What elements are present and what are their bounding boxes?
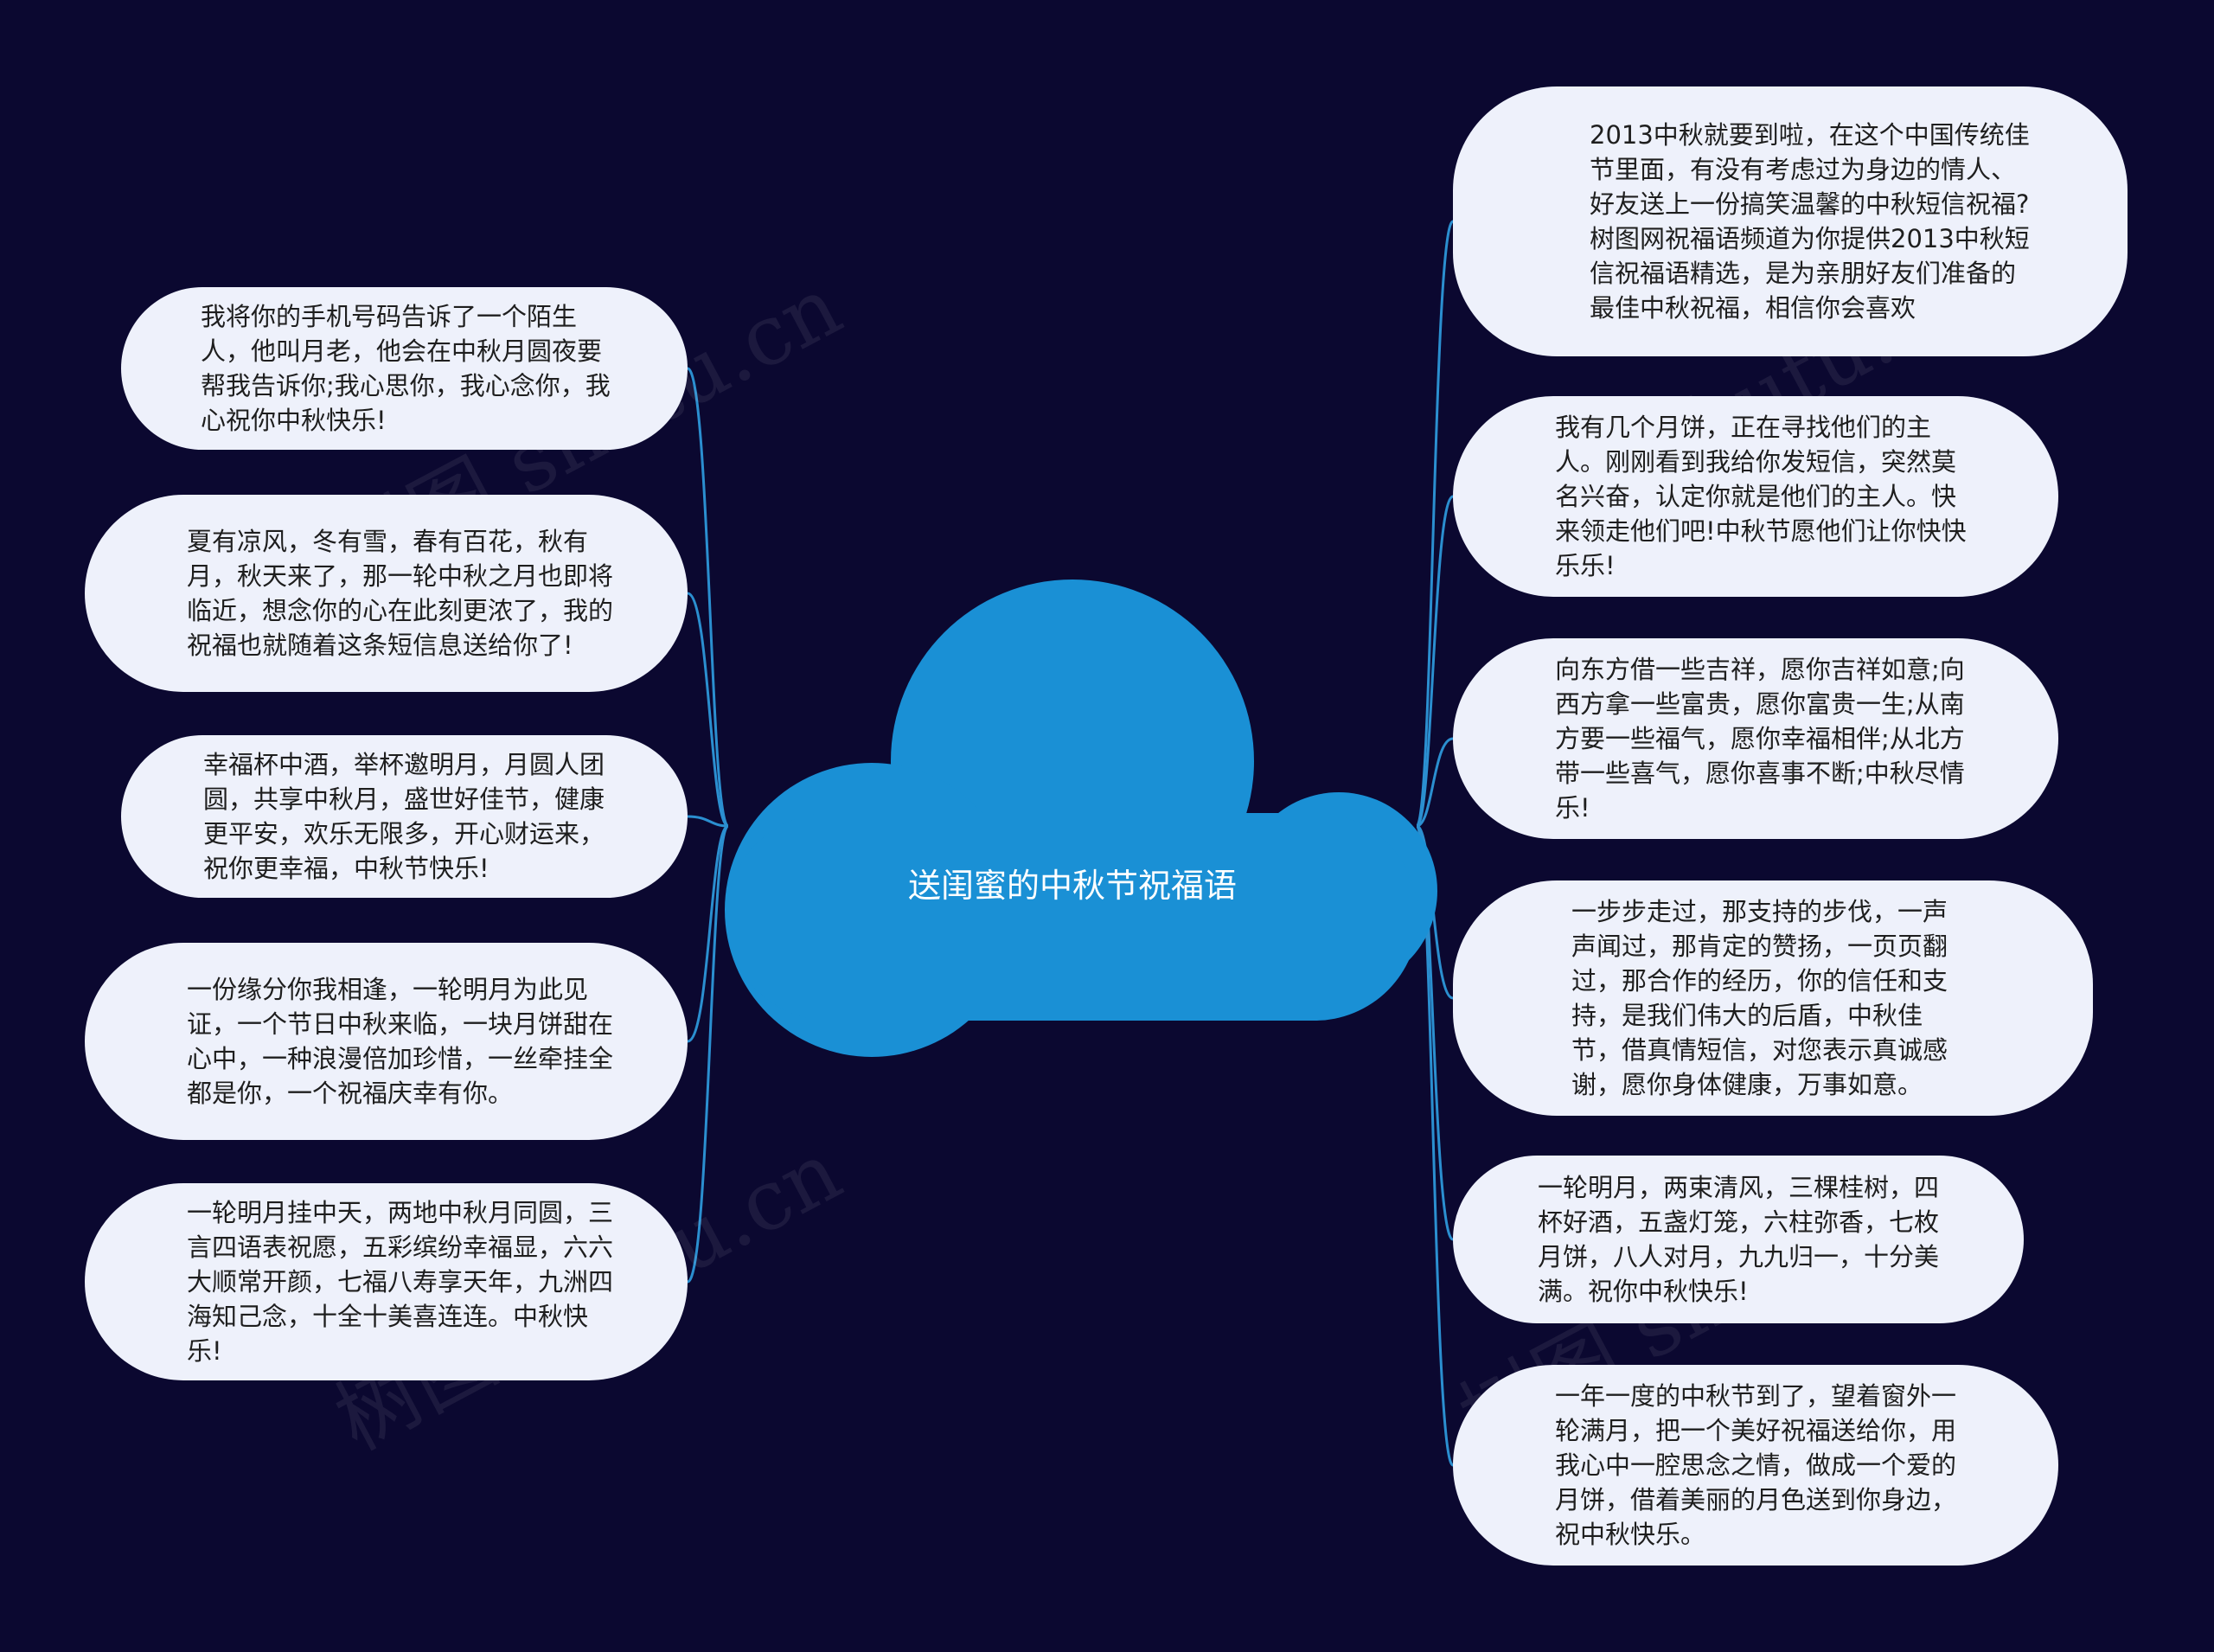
node-text: 夏有凉风，冬有雪，春有百花，秋有月，秋天来了，那一轮中秋之月也即将临近，想念你的… <box>187 527 614 660</box>
link-left-node-4 <box>687 824 729 1043</box>
right-node-3[interactable]: 向东方借一些吉祥，愿你吉祥如意;向西方拿一些富贵，愿你富贵一生;从南方要一些福气… <box>1453 638 2058 839</box>
root-cloud[interactable] <box>725 579 1437 1057</box>
link-right-node-1 <box>1415 220 1455 828</box>
link-left-node-3 <box>687 815 729 828</box>
node-text: 2013中秋就要到啦，在这个中国传统佳节里面，有没有考虑过为身边的情人、好友送上… <box>1590 120 2030 323</box>
node-text: 我有几个月饼，正在寻找他们的主人。刚刚看到我给你发短信，突然莫名兴奋，认定你就是… <box>1555 413 1967 580</box>
left-node-2[interactable]: 夏有凉风，冬有雪，春有百花，秋有月，秋天来了，那一轮中秋之月也即将临近，想念你的… <box>85 495 688 692</box>
link-left-node-1 <box>686 367 730 828</box>
root-topic[interactable]: 送闺蜜的中秋节祝福语 <box>907 866 1237 905</box>
left-node-3[interactable]: 幸福杯中酒，举杯邀明月，月圆人团圆，共享中秋月，盛世好佳节，健康更平安，欢乐无限… <box>121 735 688 898</box>
left-node-4[interactable]: 一份缘分你我相逢，一轮明月为此见证，一个节日中秋来临，一块月饼甜在心中，一种浪漫… <box>85 943 688 1140</box>
node-text: 一份缘分你我相逢，一轮明月为此见证，一个节日中秋来临，一块月饼甜在心中，一种浪漫… <box>187 975 614 1108</box>
node-text: 我将你的手机号码告诉了一个陌生人，他叫月老，他会在中秋月圆夜要帮我告诉你;我心思… <box>201 302 611 435</box>
node-text: 一步步走过，那支持的步伐，一声声闻过，那肯定的赞扬，一页页翻过，那合作的经历，你… <box>1571 897 1948 1099</box>
node-text: 一轮明月挂中天，两地中秋月同圆，三言四语表祝愿，五彩缤纷幸福显，六六大顺常开颜，… <box>187 1198 614 1366</box>
right-node-1[interactable]: 2013中秋就要到啦，在这个中国传统佳节里面，有没有考虑过为身边的情人、好友送上… <box>1453 86 2128 356</box>
node-text: 一轮明月，两束清风，三棵桂树，四杯好酒，五盏灯笼，六柱弥香，七枚月饼，八人对月，… <box>1538 1173 1940 1306</box>
node-text: 一年一度的中秋节到了，望着窗外一轮满月，把一个美好祝福送给你，用我心中一腔思念之… <box>1555 1381 1957 1549</box>
left-node-5[interactable]: 一轮明月挂中天，两地中秋月同圆，三言四语表祝愿，五彩缤纷幸福显，六六大顺常开颜，… <box>85 1183 688 1380</box>
link-left-node-5 <box>686 824 730 1284</box>
link-right-node-2 <box>1415 495 1455 828</box>
node-text: 向东方借一些吉祥，愿你吉祥如意;向西方拿一些富贵，愿你富贵一生;从南方要一些福气… <box>1555 655 1965 823</box>
left-node-1[interactable]: 我将你的手机号码告诉了一个陌生人，他叫月老，他会在中秋月圆夜要帮我告诉你;我心思… <box>121 287 688 450</box>
right-node-4[interactable]: 一步步走过，那支持的步伐，一声声闻过，那肯定的赞扬，一页页翻过，那合作的经历，你… <box>1453 880 2093 1116</box>
link-left-node-2 <box>687 592 729 828</box>
link-right-node-3 <box>1416 737 1454 828</box>
right-node-6[interactable]: 一年一度的中秋节到了，望着窗外一轮满月，把一个美好祝福送给你，用我心中一腔思念之… <box>1453 1365 2058 1566</box>
right-node-2[interactable]: 我有几个月饼，正在寻找他们的主人。刚刚看到我给你发短信，突然莫名兴奋，认定你就是… <box>1453 396 2058 597</box>
right-node-5[interactable]: 一轮明月，两束清风，三棵桂树，四杯好酒，五盏灯笼，六柱弥香，七枚月饼，八人对月，… <box>1453 1156 2024 1323</box>
node-text: 幸福杯中酒，举杯邀明月，月圆人团圆，共享中秋月，盛世好佳节，健康更平安，欢乐无限… <box>203 750 605 883</box>
